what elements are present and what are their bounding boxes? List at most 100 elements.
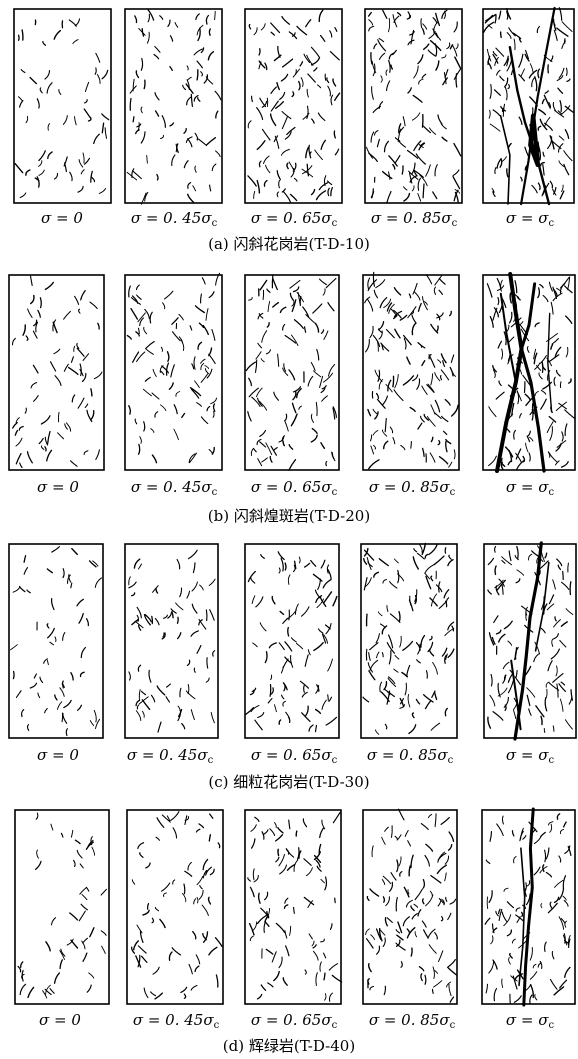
microcrack (145, 309, 150, 318)
microcrack (398, 835, 401, 839)
microcrack (153, 369, 156, 376)
microcrack (72, 395, 74, 402)
microcrack (47, 660, 48, 664)
microcrack (367, 897, 369, 901)
microcrack (78, 187, 83, 193)
microcrack (557, 371, 561, 377)
specimen-d-4 (481, 809, 576, 1005)
microcrack (191, 631, 198, 636)
microcrack (155, 412, 158, 418)
microcrack (306, 147, 309, 158)
microcrack (148, 14, 149, 21)
microcrack (69, 368, 78, 375)
microcrack (377, 394, 379, 399)
microcrack (266, 165, 270, 173)
microcrack (331, 95, 333, 105)
microcrack (170, 36, 172, 42)
microcrack (390, 427, 392, 433)
microcrack (554, 377, 555, 385)
microcrack (333, 597, 337, 606)
microcrack (72, 549, 78, 555)
row-caption: (d) 辉绿岩(T-D-40) (0, 1037, 578, 1055)
microcrack (296, 643, 302, 648)
microcrack (189, 964, 192, 974)
microcrack (502, 912, 507, 922)
microcrack (297, 26, 307, 34)
microcrack (91, 389, 92, 396)
microcrack (550, 427, 553, 441)
microcrack (289, 460, 296, 471)
stress-label: σ = 0. 45σc (116, 209, 232, 233)
microcrack (486, 984, 487, 993)
microcrack (96, 53, 100, 62)
microcrack (271, 23, 280, 33)
microcrack (132, 298, 141, 305)
microcracks (363, 543, 454, 734)
microcrack (557, 684, 558, 697)
specimen-svg (124, 543, 219, 739)
microcrack (16, 691, 21, 698)
specimen-b-4 (482, 274, 576, 471)
microcrack (40, 298, 41, 308)
microcrack (94, 372, 102, 379)
microcrack (140, 437, 142, 444)
microcrack (282, 112, 291, 119)
microcrack (364, 559, 367, 565)
microcrack (41, 446, 43, 450)
microcrack (48, 124, 50, 131)
microcrack (173, 880, 175, 884)
microcrack (329, 993, 332, 1001)
microcrack (437, 326, 438, 332)
microcrack (271, 688, 273, 694)
microcrack (435, 933, 438, 939)
microcrack (94, 134, 100, 143)
microcrack (15, 164, 23, 173)
microcrack (514, 857, 517, 863)
microcrack (72, 357, 74, 363)
microcrack (366, 929, 370, 935)
microcrack (529, 709, 531, 715)
microcrack (512, 939, 515, 943)
microcrack (373, 106, 380, 112)
specimen-d-3 (362, 809, 458, 1005)
microcrack (499, 11, 501, 19)
microcrack (433, 967, 434, 979)
microcrack (393, 165, 395, 170)
microcrack (288, 575, 290, 585)
microcrack (367, 147, 373, 158)
microcrack (321, 36, 325, 42)
microcrack (423, 448, 425, 456)
microcrack (554, 620, 561, 627)
microcrack (311, 363, 315, 371)
microcrack (498, 683, 500, 697)
microcracks (365, 272, 458, 468)
microcrack (537, 27, 539, 33)
microcrack (90, 928, 94, 937)
microcrack (431, 405, 435, 414)
microcrack (196, 955, 200, 964)
microcrack (429, 545, 437, 555)
microcrack (430, 636, 432, 640)
microcrack (452, 45, 457, 56)
microcrack (81, 904, 87, 910)
microcracks (12, 275, 102, 468)
microcrack (306, 315, 316, 324)
microcrack (373, 336, 379, 347)
microcrack (307, 164, 308, 176)
microcrack (514, 39, 515, 50)
microcrack (286, 946, 289, 956)
microcrack (508, 641, 512, 645)
microcrack (314, 643, 323, 651)
microcrack (562, 462, 569, 467)
microcrack (129, 286, 131, 297)
microcrack (525, 394, 530, 400)
microcrack (162, 116, 165, 128)
microcrack (387, 606, 388, 612)
microcrack (195, 966, 199, 971)
microcrack (389, 60, 390, 72)
microcrack (176, 603, 183, 610)
microcrack (316, 725, 317, 731)
microcrack (495, 16, 496, 23)
specimen-outline (9, 275, 104, 470)
microcrack (77, 599, 83, 606)
